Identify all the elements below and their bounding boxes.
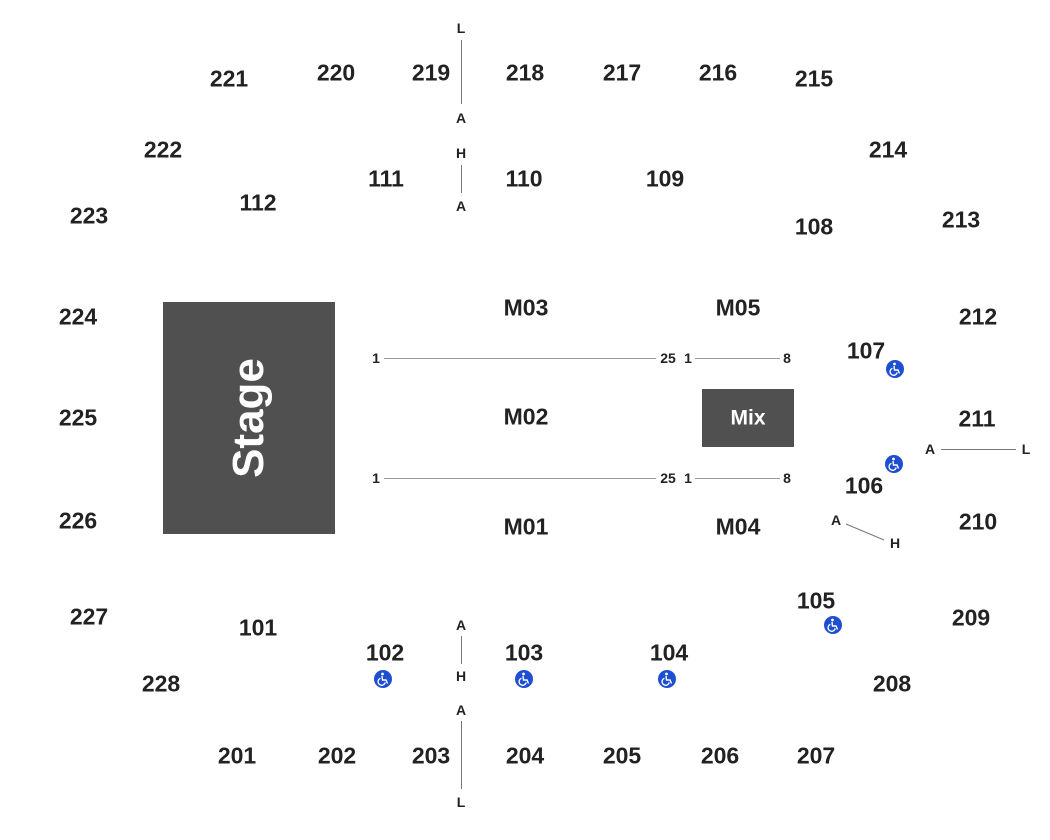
wheelchair-icon [886, 360, 904, 378]
mix-label: Mix [730, 406, 766, 430]
section-109[interactable]: 109 [645, 165, 685, 192]
section-225[interactable]: 225 [58, 404, 98, 431]
wheelchair-icon [824, 616, 842, 634]
section-204[interactable]: 204 [505, 742, 545, 769]
seat-number-lower-left-end: 25 [660, 470, 676, 486]
seat-number-lower-right-start: 1 [684, 470, 692, 486]
section-217[interactable]: 217 [602, 59, 642, 86]
stage-block[interactable]: Stage [163, 302, 335, 534]
row-marker-106-A: A [830, 512, 842, 528]
section-203[interactable]: 203 [411, 742, 451, 769]
seat-number-upper-left-end: 25 [660, 350, 676, 366]
section-M05[interactable]: M05 [715, 294, 761, 321]
wheelchair-icon [515, 670, 533, 688]
seat-number-lower-left-start: 1 [372, 470, 380, 486]
wheelchair-icon [658, 670, 676, 688]
section-M01[interactable]: M01 [503, 513, 549, 540]
section-110[interactable]: 110 [505, 165, 543, 192]
section-105[interactable]: 105 [796, 587, 836, 614]
row-marker-line-top-upper [461, 40, 462, 104]
section-212[interactable]: 212 [958, 303, 998, 330]
section-201[interactable]: 201 [217, 742, 257, 769]
row-marker-106-H: H [889, 535, 901, 551]
row-marker-line-bottom-lower [461, 721, 462, 789]
section-205[interactable]: 205 [602, 742, 642, 769]
section-207[interactable]: 207 [796, 742, 836, 769]
section-209[interactable]: 209 [951, 604, 991, 631]
seat-number-upper-right-end: 8 [783, 350, 791, 366]
row-marker-line-right [941, 449, 1016, 450]
seat-number-upper-left-start: 1 [372, 350, 380, 366]
section-M04[interactable]: M04 [715, 513, 761, 540]
section-108[interactable]: 108 [794, 213, 834, 240]
row-marker-line-top-lower [461, 165, 462, 193]
section-220[interactable]: 220 [316, 59, 356, 86]
section-206[interactable]: 206 [700, 742, 740, 769]
section-107[interactable]: 107 [846, 337, 886, 364]
row-marker-line-bottom-upper [461, 636, 462, 664]
row-marker-top-A2: A [455, 198, 467, 214]
seat-number-upper-right-start: 1 [684, 350, 692, 366]
section-216[interactable]: 216 [698, 59, 738, 86]
seat-number-lower-right-end: 8 [783, 470, 791, 486]
section-211[interactable]: 211 [958, 405, 996, 432]
section-215[interactable]: 215 [794, 65, 834, 92]
row-marker-right-A: A [924, 441, 936, 457]
row-marker-right-L: L [1021, 441, 1031, 457]
row-marker-top-H: H [455, 145, 467, 161]
wheelchair-icon [374, 670, 392, 688]
section-M02[interactable]: M02 [503, 403, 549, 430]
section-213[interactable]: 213 [941, 206, 981, 233]
stage-label: Stage [224, 358, 273, 478]
section-226[interactable]: 226 [58, 507, 98, 534]
section-228[interactable]: 228 [141, 670, 181, 697]
section-227[interactable]: 227 [69, 603, 109, 630]
mix-block[interactable]: Mix [702, 389, 794, 447]
section-224[interactable]: 224 [58, 303, 98, 330]
row-marker-bottom-L: L [456, 794, 466, 810]
section-112[interactable]: 112 [239, 189, 277, 216]
section-103[interactable]: 103 [504, 639, 544, 666]
floor-row-line-upper-left [384, 358, 656, 359]
section-104[interactable]: 104 [649, 639, 689, 666]
row-marker-bottom-A2: A [455, 702, 467, 718]
section-202[interactable]: 202 [317, 742, 357, 769]
section-223[interactable]: 223 [69, 202, 109, 229]
section-111[interactable]: 111 [368, 165, 404, 192]
section-106[interactable]: 106 [844, 472, 884, 499]
section-222[interactable]: 222 [143, 136, 183, 163]
section-102[interactable]: 102 [365, 639, 405, 666]
section-210[interactable]: 210 [958, 508, 998, 535]
row-marker-bottom-A: A [455, 617, 467, 633]
row-marker-top-A: A [455, 110, 467, 126]
section-101[interactable]: 101 [238, 614, 278, 641]
section-218[interactable]: 218 [505, 59, 545, 86]
floor-row-line-upper-right [695, 358, 780, 359]
wheelchair-icon [885, 455, 903, 473]
row-marker-bottom-H: H [455, 668, 467, 684]
section-M03[interactable]: M03 [503, 294, 549, 321]
floor-row-line-lower-right [695, 478, 780, 479]
floor-row-line-lower-left [384, 478, 656, 479]
row-marker-top-L: L [456, 20, 466, 36]
section-208[interactable]: 208 [872, 670, 912, 697]
section-221[interactable]: 221 [209, 65, 249, 92]
section-214[interactable]: 214 [868, 136, 908, 163]
section-219[interactable]: 219 [411, 59, 451, 86]
